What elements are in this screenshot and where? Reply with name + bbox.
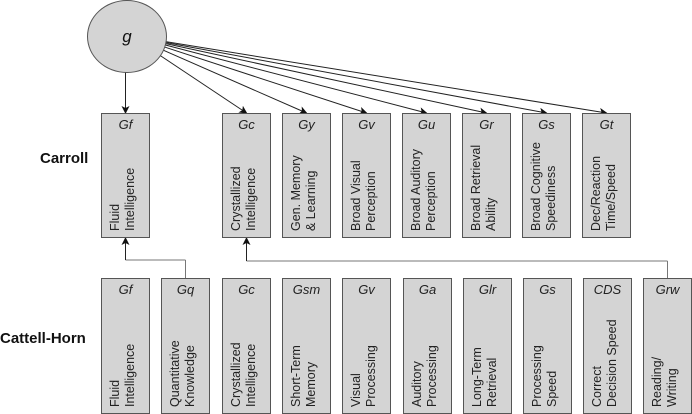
factor-name: Fluid Intelligence: [108, 167, 137, 231]
factor-abbreviation: Gf: [118, 117, 133, 132]
factor-abbreviation: Gq: [176, 282, 195, 297]
factor-abbreviation: Gc: [238, 282, 255, 297]
arrow-g-to-gy: [162, 49, 308, 114]
factor-abbreviation: Gs: [539, 282, 556, 297]
factor-name: Broad Retrieval Ability: [469, 144, 498, 231]
factor-abbreviation: Ga: [418, 282, 437, 297]
arrow-g-to-gr: [165, 43, 488, 116]
factor-name: Dec/Reaction Time/Speed: [589, 155, 618, 231]
factor-name: Crystallized Intelligence: [229, 166, 258, 231]
arrow-g-to-gs: [165, 41, 548, 116]
factor-abbreviation: Gsm: [292, 282, 321, 297]
row-label-carroll: Carroll: [40, 150, 89, 167]
factor-name: Quantitative Knowledge: [168, 340, 197, 407]
g-symbol: g: [122, 26, 132, 46]
factor-name: Gen. Memory & Learning: [289, 155, 318, 231]
factor-name: Reading/ Writing: [650, 356, 679, 407]
factor-name: Broad Auditory Perception: [409, 149, 438, 231]
arrow-g-to-gv: [164, 46, 368, 115]
factor-name: Crystallized Intelligence: [229, 342, 258, 407]
factor-name: Broad Cognitive Speediness: [529, 142, 558, 231]
factor-name: Long-Term Retrieval: [470, 347, 499, 407]
factor-abbreviation: Gy: [298, 117, 315, 132]
factor-abbreviation: Grw: [655, 282, 680, 297]
factor-abbreviation: Gs: [538, 117, 555, 132]
factor-abbreviation: Gv: [358, 117, 375, 132]
arrow-g-to-gc: [159, 54, 248, 114]
factor-name: Auditory Processing: [410, 345, 439, 407]
factor-abbreviation: Gf: [118, 282, 133, 297]
factor-name: Correct Decision Speed: [590, 319, 619, 407]
row-label-cattell-horn: Cattell-Horn: [0, 330, 86, 347]
factor-abbreviation: Gr: [479, 117, 494, 132]
factor-name: Short-Term Memory: [289, 345, 318, 407]
factor-abbreviation: Gc: [238, 117, 255, 132]
factor-name: Broad Visual Perception: [349, 160, 378, 231]
arrow-g-to-gt: [165, 41, 608, 116]
factor-abbreviation: Glr: [478, 282, 497, 297]
factor-name: Visual Processing: [349, 345, 378, 407]
factor-abbreviation: Gt: [599, 117, 614, 132]
factor-abbreviation: Gv: [358, 282, 375, 297]
factor-name: Processing Speed: [530, 345, 559, 407]
factor-abbreviation: Gu: [417, 117, 436, 132]
general-factor-g: g: [87, 0, 167, 73]
cattell-horn-box-cds: CDS Correct Decision Speed: [583, 278, 632, 414]
arrow-g-to-gu: [164, 44, 428, 116]
factor-abbreviation: CDS: [593, 282, 622, 297]
factor-name: Fluid Intelligence: [108, 343, 137, 407]
